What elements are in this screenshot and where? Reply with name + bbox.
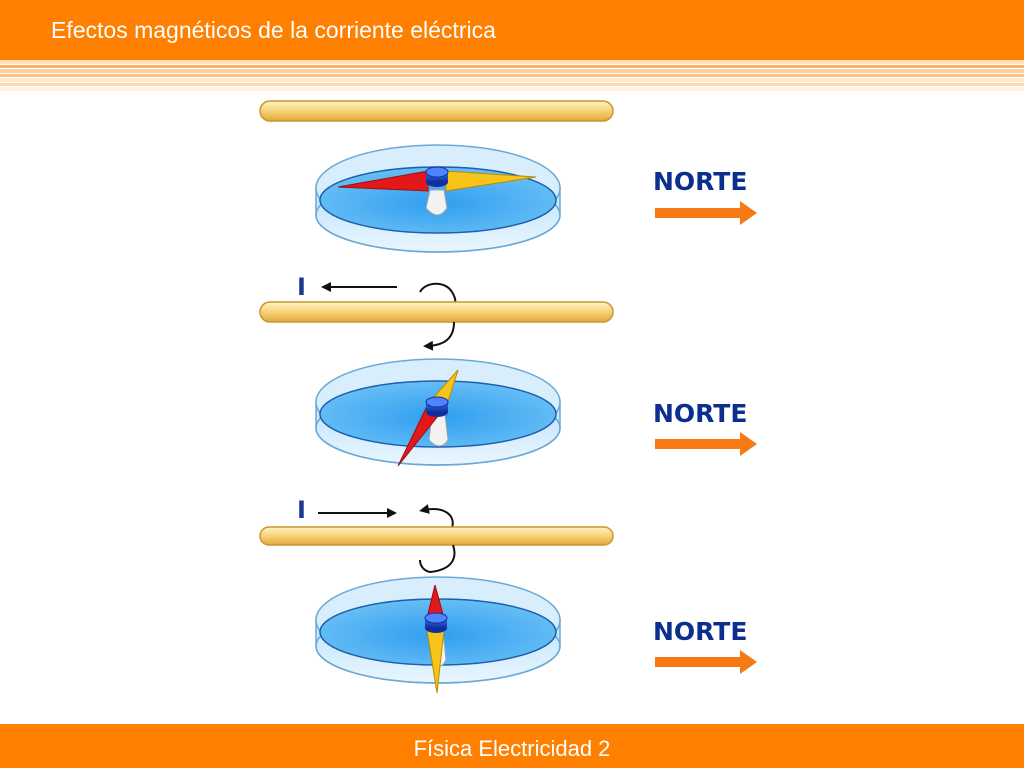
current-label-top: I	[297, 273, 306, 301]
compass-middle	[315, 358, 561, 467]
field-loop-top-lower	[423, 321, 455, 351]
north-arrow-2	[655, 432, 757, 456]
current-label-bottom: I	[297, 496, 306, 524]
footer-text: Física Electricidad 2	[413, 736, 611, 761]
compass-bottom	[315, 576, 561, 694]
field-loop-bottom-upper	[419, 504, 454, 529]
wire-middle	[259, 301, 614, 323]
field-loop-bottom-lower	[419, 544, 456, 574]
footer-bar: Física Electricidad 2	[0, 724, 1024, 768]
slide-title: Efectos magnéticos de la corriente eléct…	[51, 17, 496, 43]
north-arrow-3	[655, 650, 757, 674]
north-label-2: NORTE	[653, 399, 747, 428]
north-label-1: NORTE	[653, 167, 747, 196]
wire-top	[259, 100, 614, 122]
title-bar: Efectos magnéticos de la corriente eléct…	[0, 0, 1024, 60]
header-stripes	[0, 60, 1024, 94]
compass-top	[315, 144, 561, 253]
north-arrow-1	[655, 201, 757, 225]
wire-bottom	[259, 526, 614, 546]
north-label-3: NORTE	[653, 617, 747, 646]
